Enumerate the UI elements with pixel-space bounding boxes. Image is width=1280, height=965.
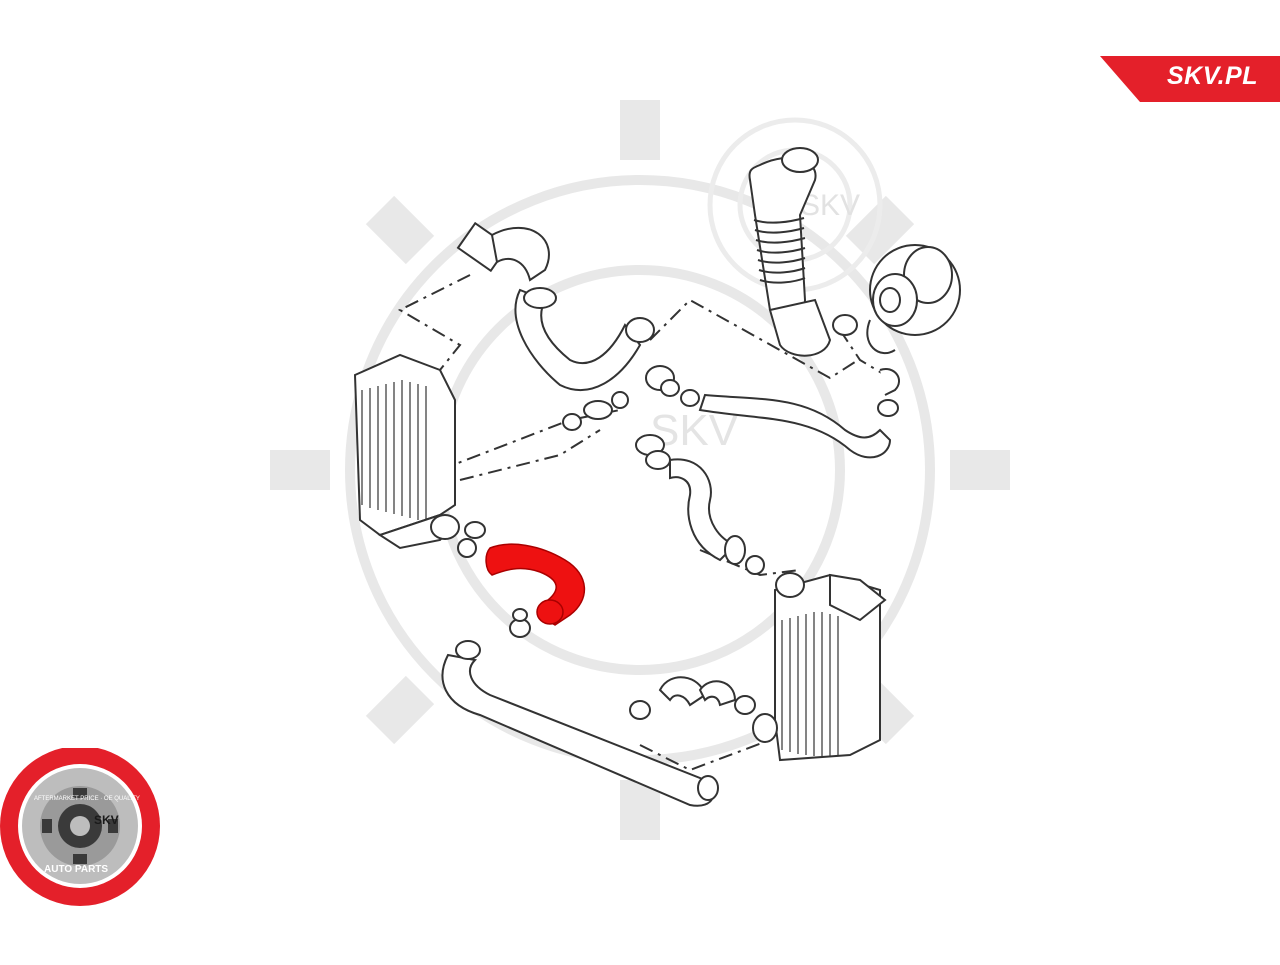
highlighted-hose <box>485 543 586 626</box>
right-intercooler <box>752 572 887 762</box>
lower-long-tube <box>441 640 719 807</box>
badge-center-text: SKV <box>94 813 119 827</box>
middle-long-pipe <box>562 365 899 459</box>
right-vertical-pipe <box>635 434 765 575</box>
badge-bottom-text: AUTO PARTS <box>44 864 108 875</box>
brand-tab: SKV.PL <box>1100 56 1280 102</box>
brand-badge <box>0 748 160 906</box>
left-intercooler <box>353 353 460 550</box>
turbocharger <box>866 244 961 396</box>
air-intake-duct <box>748 147 858 357</box>
site-label: SKV.PL <box>1166 62 1258 90</box>
lower-right-hoses <box>629 676 756 720</box>
clamps-left <box>457 521 531 638</box>
upper-flange-pipe <box>456 221 655 391</box>
watermark-text-1: SKV <box>800 189 860 222</box>
badge-ring-text: AFTERMARKET PRICE · OE QUALITY <box>34 796 140 802</box>
